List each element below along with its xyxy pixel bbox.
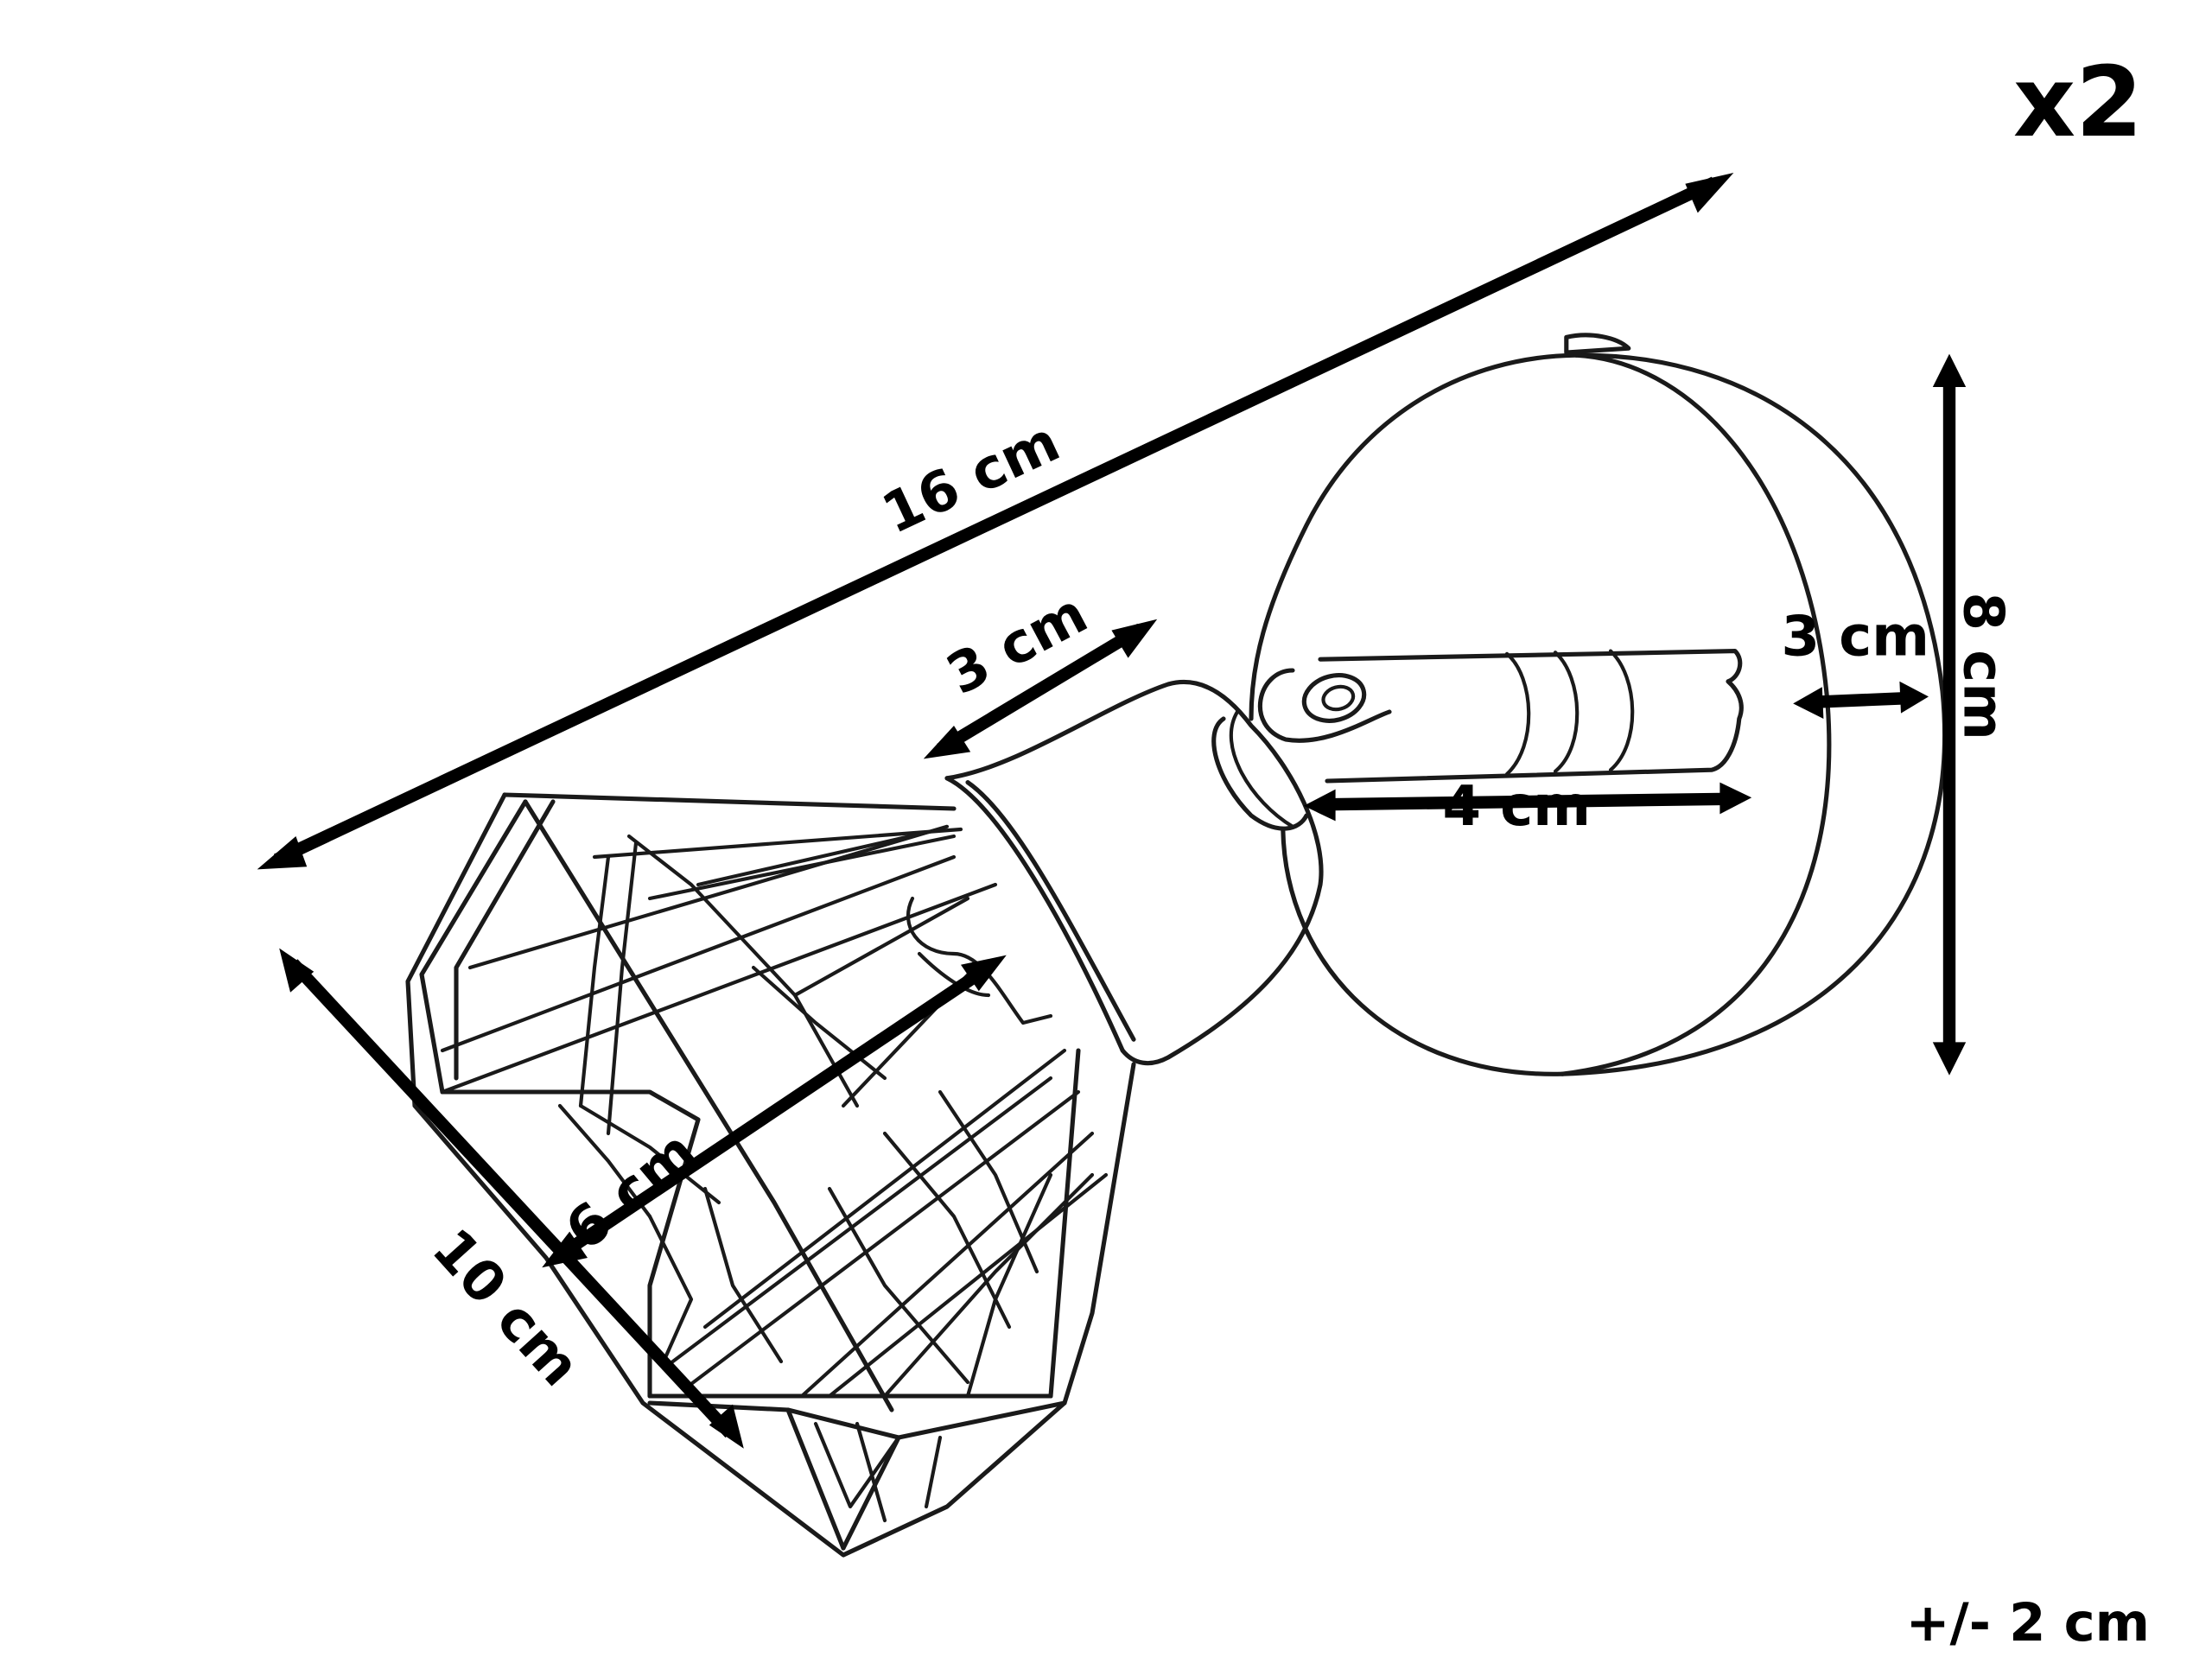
lamp-arm	[1257, 649, 1744, 784]
label-shade-diameter: 6 cm	[554, 1120, 709, 1264]
label-arm-length: 4 cm	[1442, 775, 1590, 839]
arrow-total-length	[257, 173, 1734, 870]
arrow-base-depth	[1793, 681, 1929, 719]
arrow-holder-length	[923, 619, 1158, 759]
label-holder-length: 3 cm	[937, 581, 1097, 708]
quantity-label: x2	[2013, 47, 2143, 159]
arrow-shade-height	[279, 948, 744, 1449]
label-base-diameter: 8 cm	[1951, 592, 2015, 739]
label-base-depth: 3 cm	[1781, 605, 1929, 669]
tolerance-label: +/- 2 cm	[1906, 1593, 2150, 1653]
arrow-arm-length	[1303, 782, 1752, 822]
dimension-arrows	[257, 173, 1967, 1449]
arrow-base-diameter	[1932, 353, 1967, 1076]
socket-holder	[944, 679, 1324, 1066]
wire-cage-shade	[405, 792, 1136, 1558]
